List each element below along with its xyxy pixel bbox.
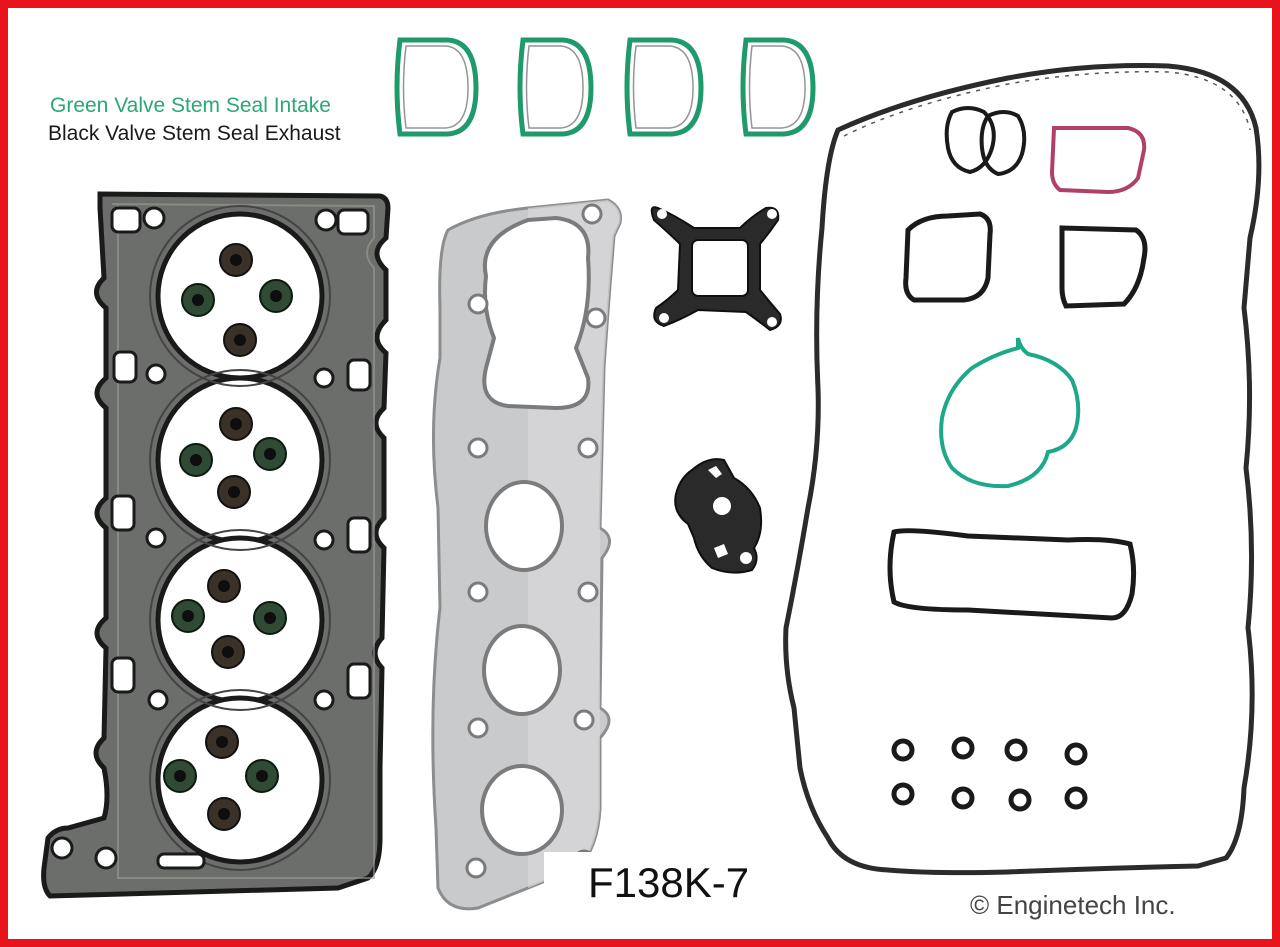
egr-gasket-right	[1059, 225, 1148, 309]
exhaust-port-2	[484, 480, 564, 572]
intake-seal-caption: Green Valve Stem Seal Intake	[50, 94, 331, 117]
copyright-notice: © Enginetech Inc.	[970, 890, 1176, 920]
exhaust-port-3	[482, 624, 562, 716]
spark-plug-tube-seals	[944, 106, 1027, 177]
exhaust-seal-caption: Black Valve Stem Seal Exhaust	[48, 122, 341, 145]
egr-gasket-left	[903, 211, 993, 303]
o-rings	[891, 736, 1088, 812]
cylinder-bore-4	[155, 695, 325, 865]
timing-cover-seal	[939, 337, 1081, 489]
exhaust-port-loop	[482, 215, 591, 411]
valve-stem-seals	[163, 243, 293, 831]
oil-pan-gasket	[887, 528, 1137, 621]
valve-cover-gasket	[783, 63, 1262, 876]
part-number-label: F138K-7	[544, 852, 778, 914]
exhaust-manifold-gasket	[431, 198, 622, 911]
intake-manifold-gaskets	[394, 37, 816, 137]
intake-gasket-3	[624, 37, 704, 137]
cylinder-head-gasket	[41, 191, 391, 899]
throttle-body-gasket	[1049, 126, 1147, 195]
coolant-outlet-gasket	[650, 206, 782, 332]
intake-gasket-4	[740, 37, 816, 137]
intake-gasket-2	[517, 37, 594, 137]
intake-gasket-1	[394, 37, 479, 137]
gasket-set-illustration	[41, 37, 1262, 911]
water-pump-gasket	[674, 458, 763, 574]
exhaust-port-4	[480, 764, 564, 856]
